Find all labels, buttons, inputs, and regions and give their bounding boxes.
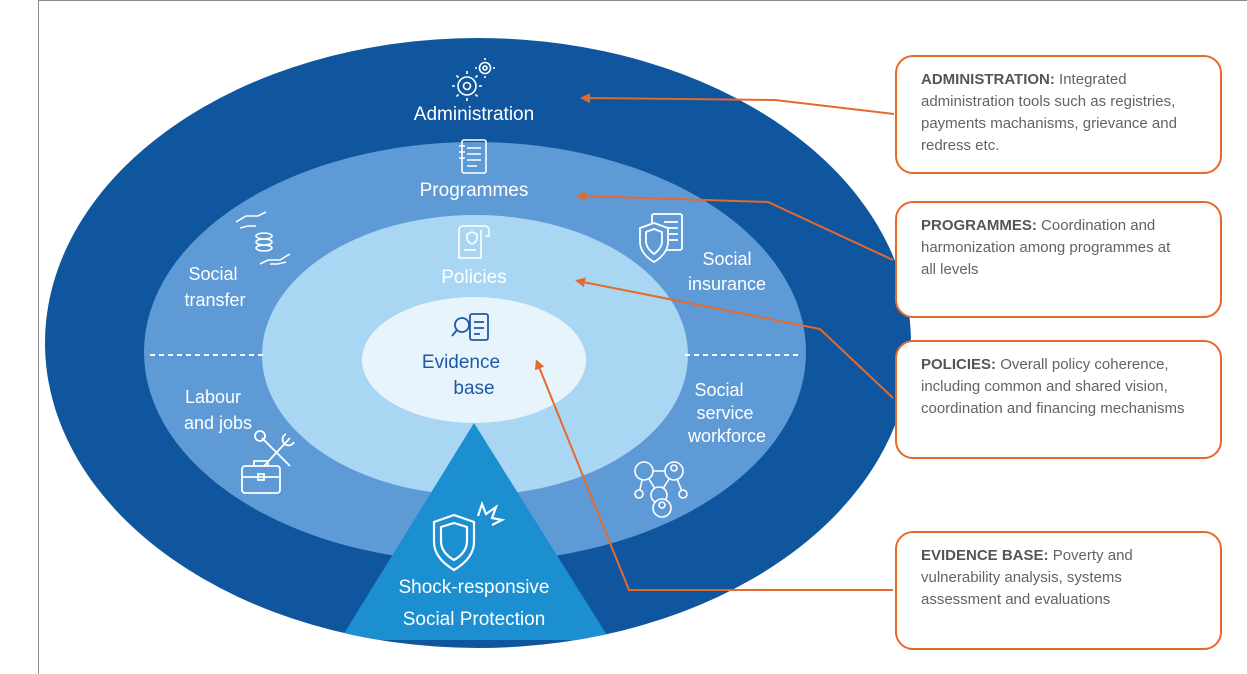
shock-label-line1: Shock-responsive — [398, 577, 549, 598]
social-transfer-line1: Social — [188, 264, 237, 284]
arrow-programmes — [576, 191, 894, 261]
evidence-search-icon — [451, 313, 489, 341]
callout-administration-text: Integrated administration tools such as … — [921, 71, 1177, 154]
callout-programmes-text: Coordination and harmonization among pro… — [921, 217, 1171, 278]
tools-briefcase-icon — [241, 430, 295, 494]
callout-policies-text: Overall policy coherence, including comm… — [921, 356, 1185, 417]
callout-administration: ADMINISTRATION: Integrated administratio… — [895, 55, 1222, 174]
callout-evidence-base: EVIDENCE BASE: Poverty and vulnerability… — [895, 531, 1222, 650]
evidence-label-line2: base — [453, 378, 494, 399]
shield-document-icon — [639, 213, 683, 264]
arrow-administration — [580, 93, 895, 115]
callout-evidence-base-heading: EVIDENCE BASE: — [921, 547, 1049, 564]
evidence-base-center — [362, 297, 586, 423]
arrow-evidence-base — [534, 359, 893, 591]
gears-icon — [452, 58, 495, 101]
social-service-line3: workforce — [687, 426, 766, 446]
callout-programmes: PROGRAMMES: Coordination and harmonizati… — [895, 201, 1222, 318]
social-service-line1: Social — [694, 380, 743, 400]
people-network-icon — [634, 461, 688, 518]
arrow-policies — [575, 277, 894, 399]
callout-policies-heading: POLICIES: — [921, 356, 997, 373]
callout-evidence-base-text: Poverty and vulnerability analysis, syst… — [921, 547, 1133, 608]
callout-policies: POLICIES: Overall policy coherence, incl… — [895, 340, 1222, 459]
policy-scroll-icon — [458, 225, 490, 259]
callout-arrows — [534, 93, 895, 591]
labour-jobs-line1: Labour — [185, 387, 241, 407]
frame-top-border — [38, 0, 1247, 1]
callout-programmes-heading: PROGRAMMES: — [921, 217, 1037, 234]
administration-label: Administration — [414, 104, 534, 125]
document-list-icon — [459, 139, 487, 174]
shield-burst-icon — [432, 500, 506, 572]
frame-left-border — [38, 0, 39, 674]
callout-administration-heading: ADMINISTRATION: — [921, 71, 1055, 88]
programmes-label: Programmes — [420, 180, 529, 201]
hand-coins-icon — [235, 211, 291, 265]
shock-label-line2: Social Protection — [403, 609, 546, 630]
labour-jobs-line2: and jobs — [184, 413, 252, 433]
social-transfer-line2: transfer — [184, 290, 245, 310]
evidence-label-line1: Evidence — [422, 352, 500, 373]
policies-label: Policies — [441, 267, 506, 288]
social-service-line2: service — [696, 403, 753, 423]
social-insurance-line2: insurance — [688, 274, 766, 294]
social-insurance-line1: Social — [702, 249, 751, 269]
